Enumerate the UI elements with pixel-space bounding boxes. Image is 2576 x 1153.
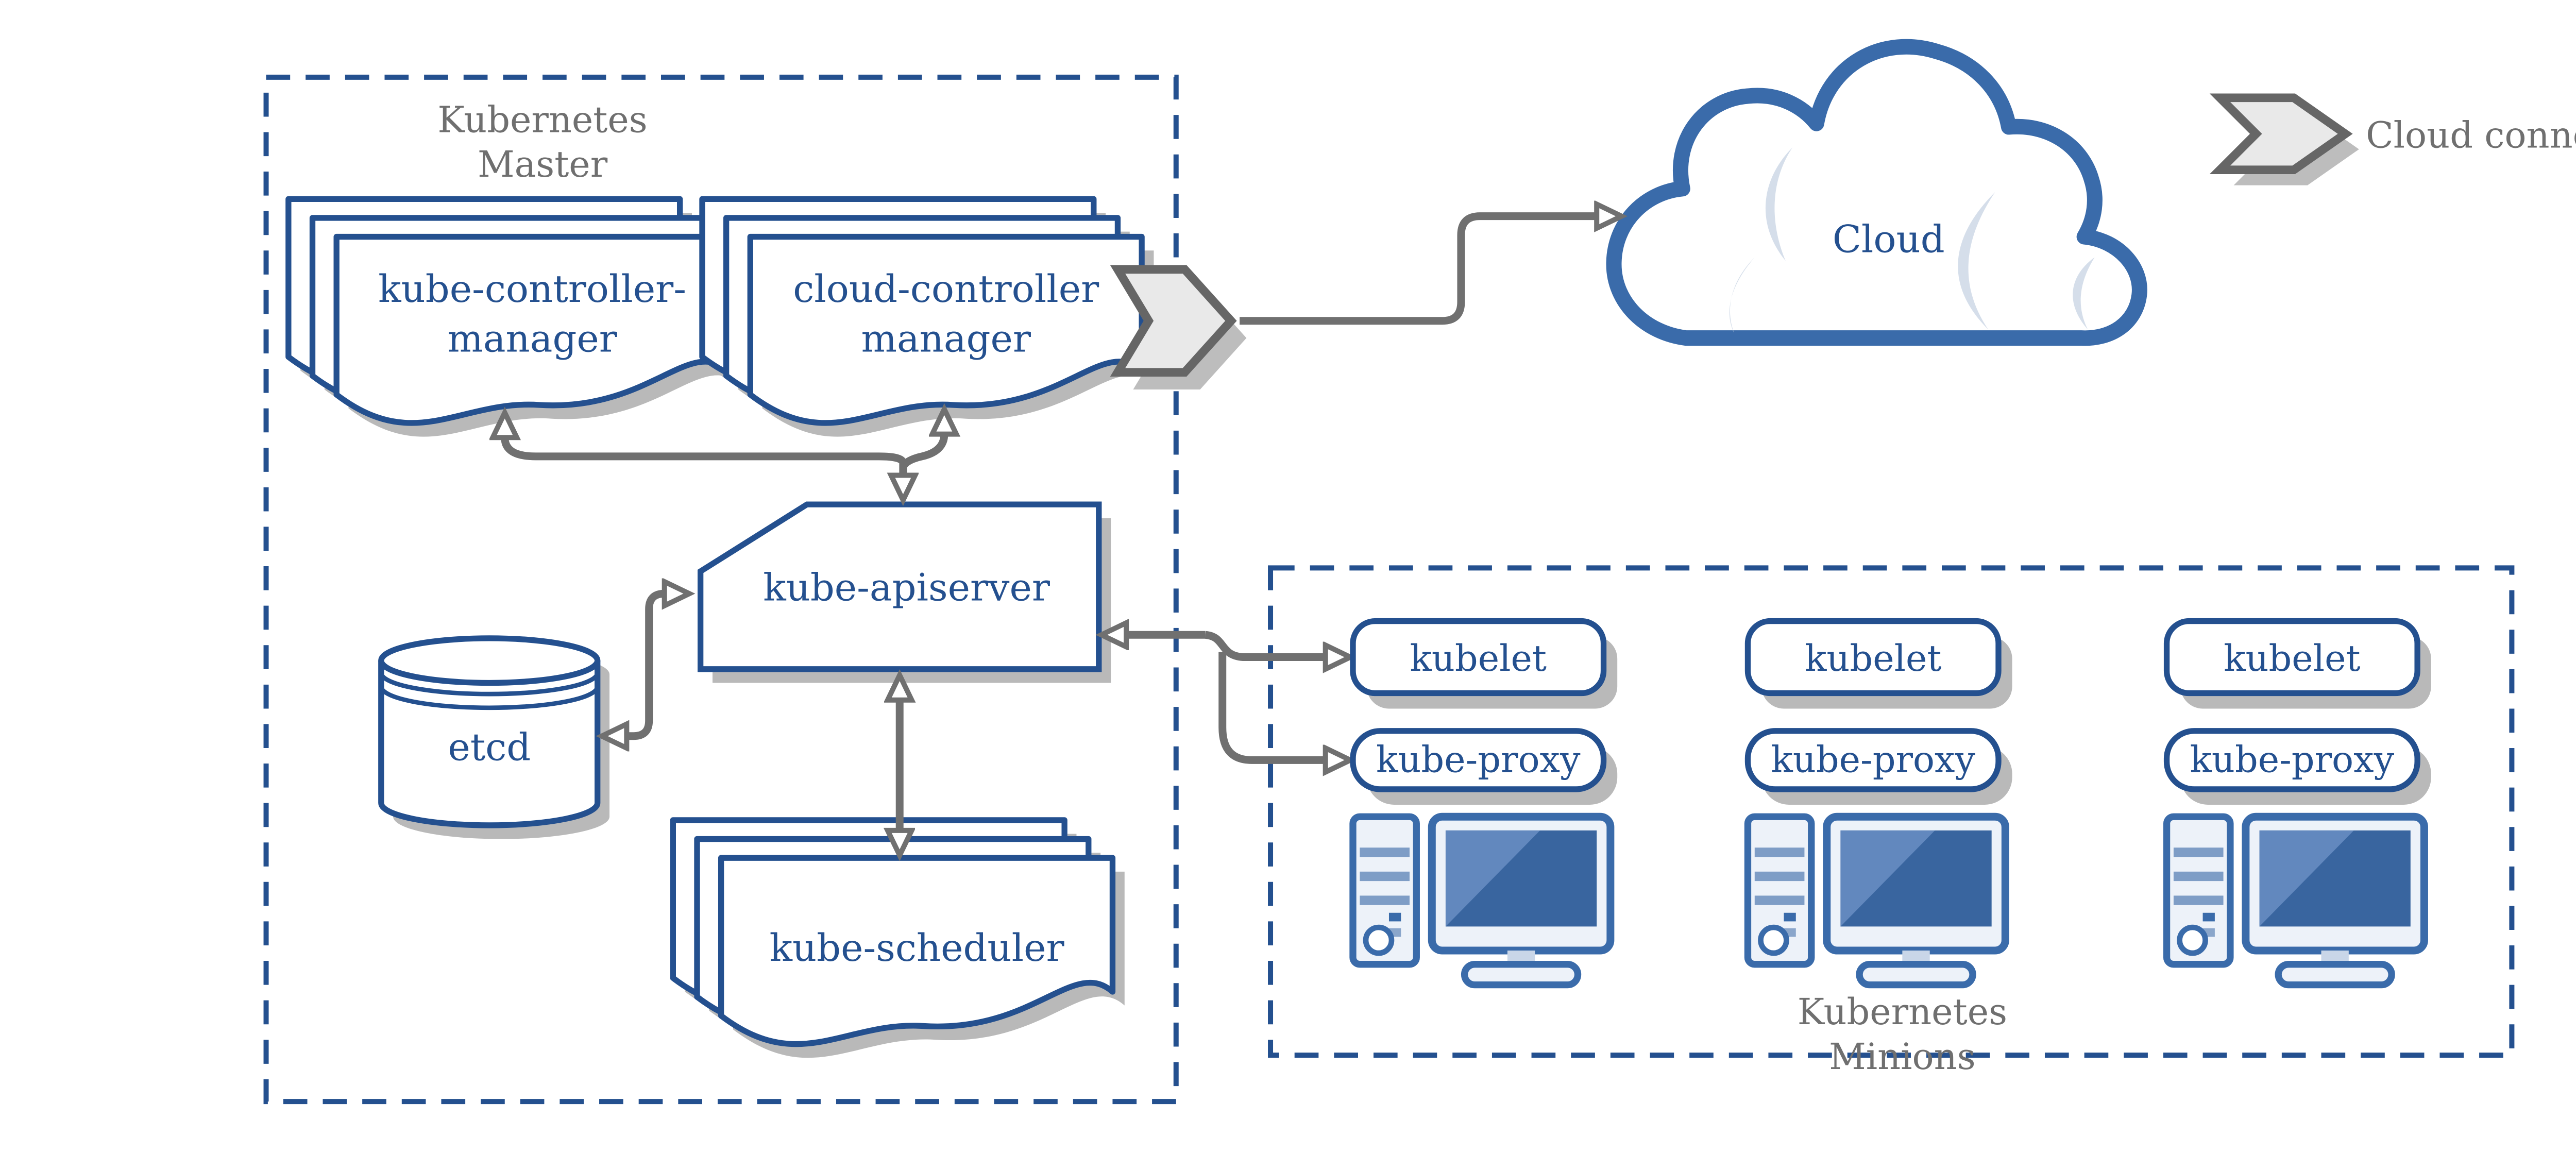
master-title-line1: Kubernetes <box>437 99 647 141</box>
desktop-computer-icon <box>2167 817 2425 985</box>
kubelet-label: kubelet <box>1410 638 1547 680</box>
kubernetes-master-boundary <box>263 74 1179 1105</box>
etcd-ring <box>379 672 600 697</box>
cloud-highlight-crescent <box>1765 147 1793 261</box>
cloud-connector-icon <box>1110 265 1247 389</box>
minions-title-line1: Kubernetes <box>1798 991 2007 1033</box>
kube-proxy-box <box>1350 728 1607 792</box>
cloud-shape <box>1606 39 2147 346</box>
kube-proxy-box <box>1744 728 2002 792</box>
connectors <box>505 216 1597 830</box>
kube-apiserver-node: kube-apiserver <box>697 501 1111 683</box>
kube-proxy-label: kube-proxy <box>1771 739 1975 781</box>
arrow-apiserver-kubeproxy <box>1218 652 1326 760</box>
arrow-controller-managers-apiserver <box>505 437 903 475</box>
arrow-cloud-controller-branch <box>900 434 944 469</box>
minion-node-1: kubelet kube-proxy <box>1350 618 1618 985</box>
apiserver-box <box>697 501 1102 672</box>
kube-apiserver-label: kube-apiserver <box>763 566 1050 610</box>
arrow-cloud-connector-to-cloud <box>1240 216 1597 325</box>
cloud-connector-chevron-icon <box>1110 265 1237 377</box>
etcd-label: etcd <box>448 725 531 769</box>
etcd-node: etcd <box>378 635 610 839</box>
kube-proxy-label: kube-proxy <box>2190 739 2395 781</box>
cloud-controller-manager-label-line1: cloud-controller <box>793 267 1099 311</box>
etcd-ring <box>379 686 600 710</box>
kube-scheduler-label: kube-scheduler <box>770 926 1065 970</box>
minions-title-line2: Minions <box>1829 1036 1976 1078</box>
desktop-computer-icon <box>1353 817 1611 985</box>
kube-proxy-label: kube-proxy <box>1376 739 1581 781</box>
kubelet-label: kubelet <box>1805 638 1942 680</box>
kubernetes-minions-boundary <box>1268 565 2515 1058</box>
minion-node-3: kubelet kube-proxy <box>2163 618 2431 985</box>
cloud-controller-manager-label-line2: manager <box>861 317 1031 361</box>
cloud-connector-legend-icon <box>2209 93 2353 175</box>
minion-node-2: kubelet kube-proxy <box>1744 618 2012 985</box>
arrow-apiserver-kubelet <box>1205 631 1325 657</box>
cloud-node: Cloud <box>1606 39 2147 346</box>
legend: Cloud connector <box>2209 93 2576 185</box>
master-title-line2: Master <box>478 144 608 185</box>
cloud-highlight-crescent <box>2073 257 2095 330</box>
etcd-cylinder-top <box>378 635 601 686</box>
kubelet-label: kubelet <box>2224 638 2361 680</box>
kubelet-box <box>2163 618 2420 697</box>
cloud-label: Cloud <box>1833 218 1945 262</box>
kubelet-box <box>1350 618 1607 697</box>
kube-controller-manager-label-line1: kube-controller- <box>378 267 686 311</box>
kubelet-box <box>1744 618 2002 697</box>
cloud-highlight-crescent <box>1958 192 1995 330</box>
etcd-cylinder-body <box>378 660 601 828</box>
legend-label: Cloud connector <box>2366 114 2576 156</box>
desktop-computer-icon <box>1748 817 2005 985</box>
kube-proxy-box <box>2163 728 2420 792</box>
kube-controller-manager-label-line2: manager <box>447 317 617 361</box>
arrow-apiserver-etcd <box>626 594 664 736</box>
